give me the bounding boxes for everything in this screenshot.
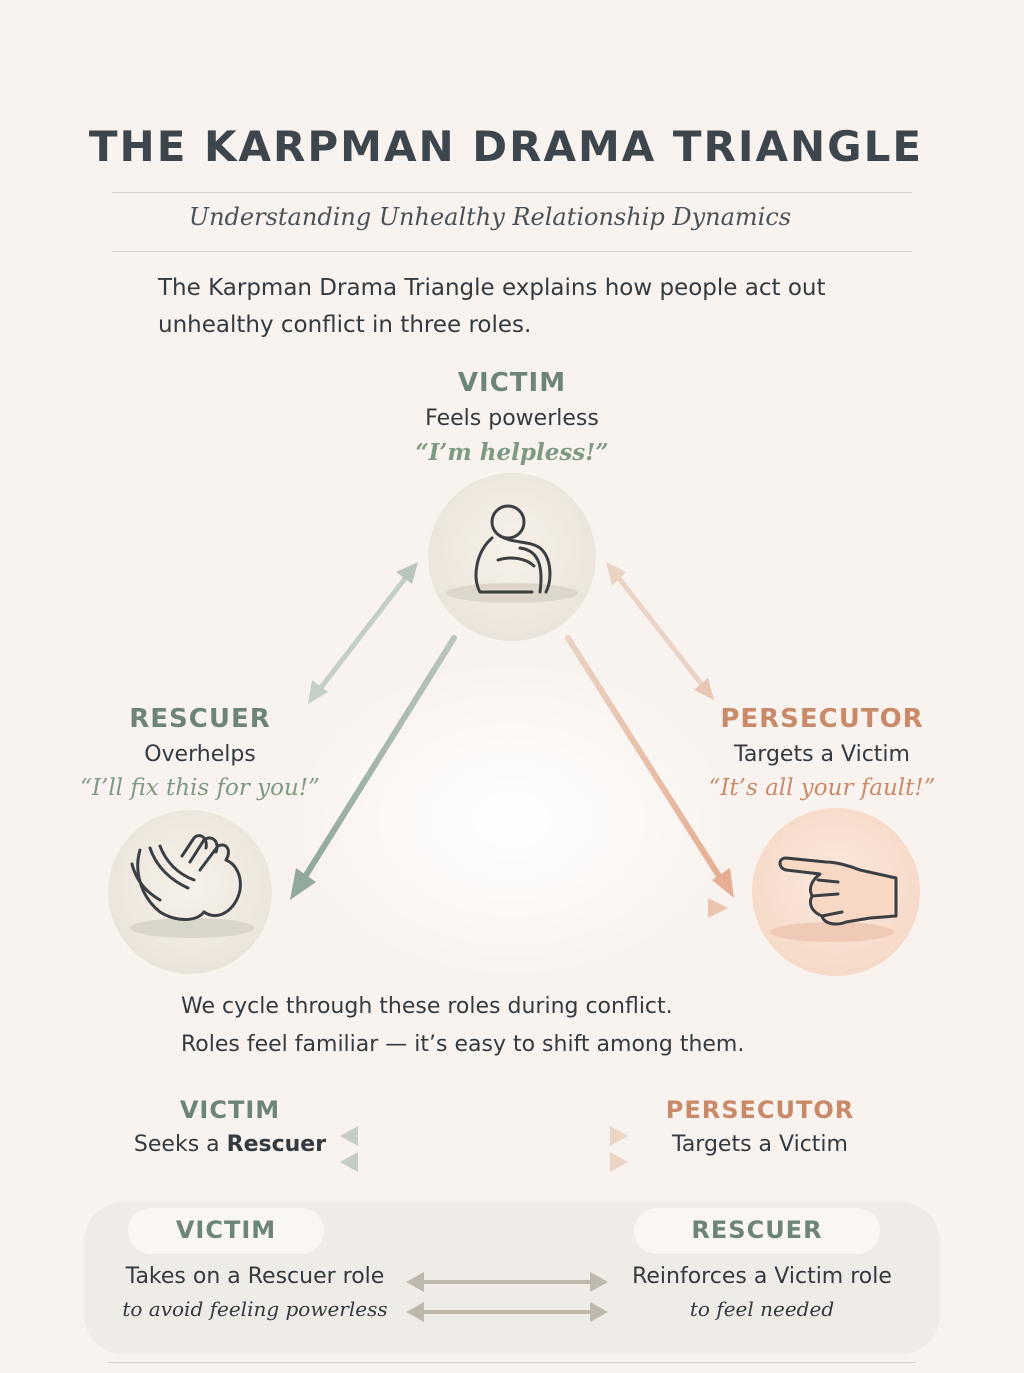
persecutor-description: Targets a Victim [734, 742, 910, 767]
arrow-victim-to-persecutor [565, 635, 727, 887]
pair2-left-title-wrap: VICTIM [128, 1216, 324, 1244]
pair1-left-text-bold: Rescuer [226, 1132, 327, 1157]
pair2-right-title: RESCUER [691, 1216, 823, 1244]
pair2-right-pill [634, 1208, 880, 1254]
arrow-victim-to-rescuer [295, 635, 457, 891]
pair1-left-text-prefix: Seeks a [133, 1132, 227, 1157]
page-title: THE KARPMAN DRAMA TRIANGLE [88, 122, 924, 171]
intro-line-2: unhealthy conflict in three roles. [158, 312, 532, 338]
arrow-head-rescuer [290, 868, 316, 900]
intro-text: The Karpman Drama Triangle explains how … [158, 270, 878, 344]
cycle-line-2: Roles feel familiar — it’s easy to shift… [181, 1032, 745, 1057]
hugging-knees-figure-icon [474, 504, 552, 594]
arrow-head-persecutor [712, 868, 734, 898]
victim-description: Feels powerless [425, 406, 599, 431]
pointing-finger-icon [778, 856, 898, 926]
pair2-right-line-2: to feel needed [689, 1297, 835, 1321]
pair2-left-title: VICTIM [175, 1216, 277, 1244]
pair2-left-text: Takes on a Rescuer role to avoid feeling… [110, 1264, 400, 1321]
arrow-head-base [708, 898, 728, 918]
persecutor-icon-circle [752, 808, 920, 976]
page-subtitle: Understanding Unhealthy Relationship Dyn… [188, 203, 792, 231]
persecutor-label-group: PERSECUTOR Targets a Victim “It’s all yo… [662, 704, 982, 801]
pair1-left: VICTIM Seeks a Rescuer [120, 1096, 340, 1157]
rescuer-label-group: RESCUER Overhelps “I’ll fix this for you… [50, 704, 350, 801]
victim-quote: “I’m helpless!” [415, 439, 609, 466]
pair2-left-line-2: to avoid feeling powerless [122, 1297, 388, 1321]
outer-arrow-left [308, 562, 418, 704]
persecutor-quote: “It’s all your fault!” [708, 775, 936, 801]
pair1-left-text: Seeks a Rescuer [120, 1132, 340, 1157]
victim-label-group: VICTIM Feels powerless “I’m helpless!” [362, 368, 662, 466]
outer-arrow-right [606, 562, 714, 700]
triangle-glow [292, 660, 732, 980]
pair1-right-title: PERSECUTOR [665, 1096, 855, 1124]
pair2-right-text: Reinforces a Victim role to feel needed [620, 1264, 904, 1321]
cycle-text: We cycle through these roles during conf… [181, 988, 881, 1064]
rescuer-description: Overhelps [144, 742, 256, 767]
victim-icon-circle [428, 473, 596, 641]
pair2-right-line-1: Reinforces a Victim role [632, 1264, 892, 1289]
rescuer-title: RESCUER [129, 704, 271, 734]
pair1-double-arrows [340, 1126, 628, 1172]
bottom-divider [108, 1362, 916, 1363]
pair2-left-line-1: Takes on a Rescuer role [125, 1264, 385, 1289]
pair2-left-pill [128, 1208, 324, 1254]
title-divider [112, 192, 912, 193]
rescuer-icon-circle [108, 810, 272, 974]
pair1-right: PERSECUTOR Targets a Victim [640, 1096, 880, 1157]
subtitle-divider [112, 251, 912, 252]
pair2-right-title-wrap: RESCUER [634, 1216, 880, 1244]
persecutor-title: PERSECUTOR [720, 704, 924, 734]
victim-title: VICTIM [457, 368, 567, 398]
pair1-left-title: VICTIM [179, 1096, 281, 1124]
cycle-line-1: We cycle through these roles during conf… [181, 994, 673, 1019]
intro-line-1: The Karpman Drama Triangle explains how … [158, 275, 826, 301]
open-hands-icon [130, 834, 242, 921]
pair1-right-text: Targets a Victim [672, 1132, 848, 1157]
rescuer-quote: “I’ll fix this for you!” [80, 775, 320, 801]
